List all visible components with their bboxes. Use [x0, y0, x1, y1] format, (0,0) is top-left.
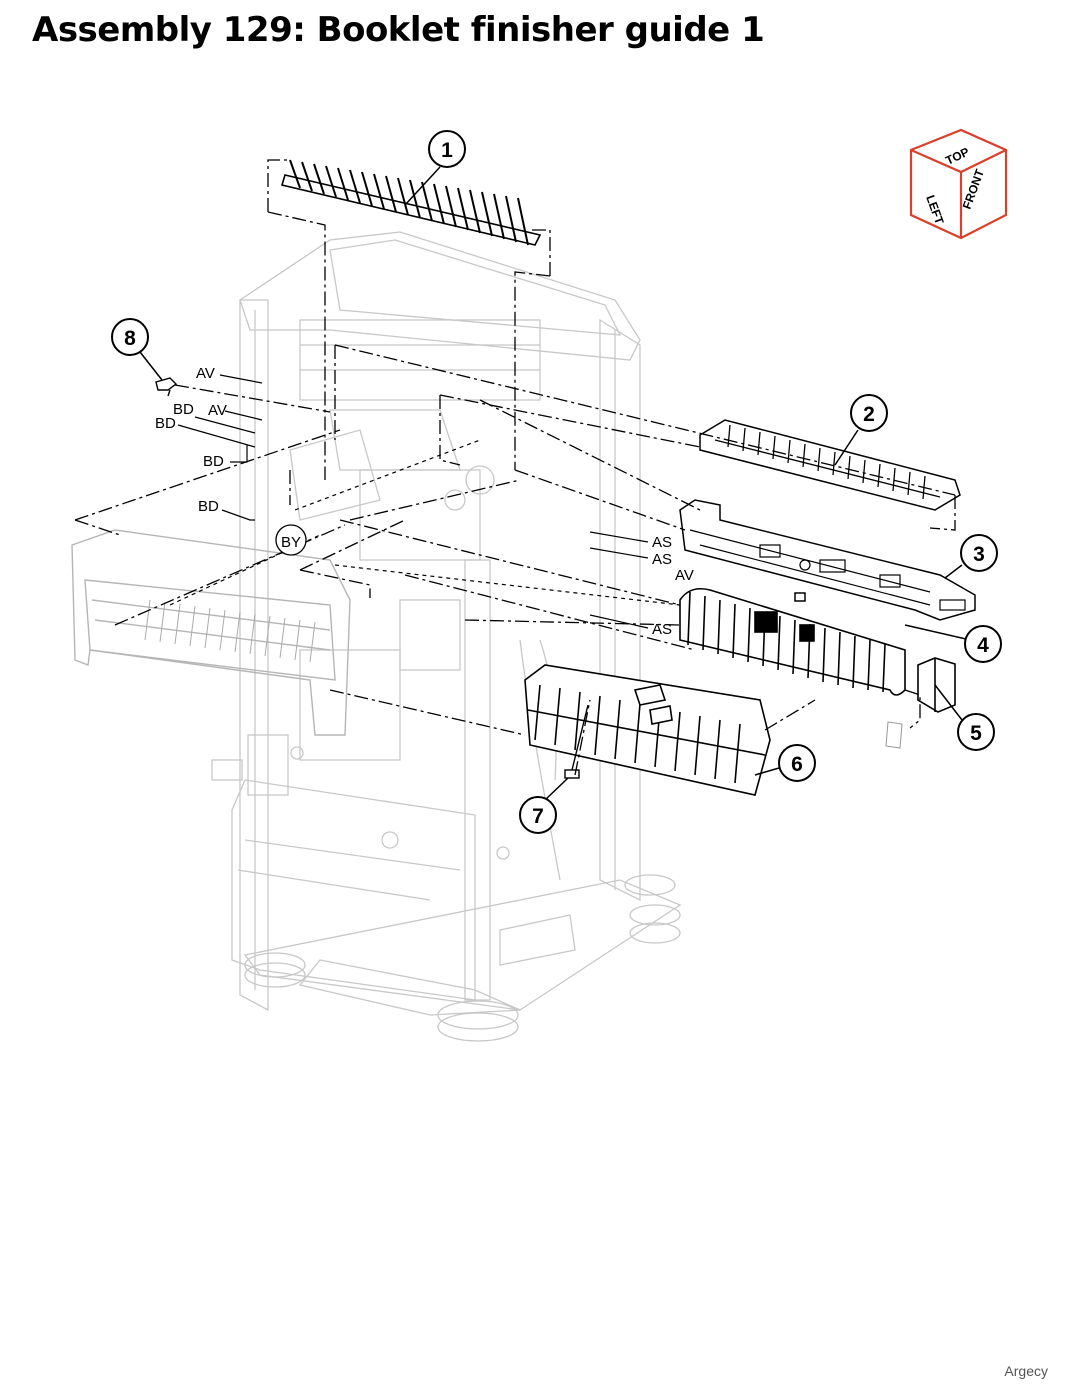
page-title: Assembly 129: Booklet finisher guide 1: [32, 10, 765, 50]
callout-3: 3: [960, 534, 998, 572]
callout-leaders: [139, 166, 967, 801]
reference-bd-label: BD: [155, 415, 176, 432]
reference-av-label: AV: [196, 365, 215, 382]
reference-by-marker: BY: [275, 524, 307, 556]
callout-1: 1: [428, 130, 466, 168]
callout-2-label: 2: [863, 403, 875, 426]
watermark: Argecy: [1004, 1363, 1048, 1379]
callout-8: 8: [111, 318, 149, 356]
callout-4: 4: [964, 625, 1002, 663]
orientation-cube: [909, 128, 1008, 240]
reference-av-label: AV: [208, 402, 227, 419]
reference-bd-label: BD: [198, 498, 219, 515]
reference-bd-label: BD: [173, 401, 194, 418]
reference-as-label: AS: [652, 551, 672, 568]
callout-5: 5: [957, 713, 995, 751]
reference-by-label: BY: [281, 534, 301, 551]
callout-8-label: 8: [124, 327, 136, 350]
front-door-panel-background: [71, 529, 351, 736]
callout-7: 7: [519, 796, 557, 834]
reference-as-label: AS: [652, 534, 672, 551]
part-4-ribbed-guide: [679, 587, 906, 696]
part-8-latch: [155, 377, 178, 397]
callout-5-label: 5: [970, 722, 982, 745]
reference-labels: AV BD AV BD BD BD AS AS AV AS: [155, 365, 694, 638]
part-7-clip: [564, 704, 589, 779]
callout-7-label: 7: [532, 805, 544, 828]
callout-2: 2: [850, 394, 888, 432]
callout-6-label: 6: [791, 753, 803, 776]
reference-av-label: AV: [675, 567, 694, 584]
part-1-guide-comb: [280, 159, 542, 246]
reference-bd-label: BD: [203, 453, 224, 470]
callout-6: 6: [778, 744, 816, 782]
reference-leaders: [177, 374, 649, 629]
part-3-guide-bracket: [679, 499, 976, 621]
finisher-frame-background: [211, 231, 682, 1042]
callout-1-label: 1: [441, 139, 453, 162]
callout-3-label: 3: [973, 543, 985, 566]
callout-4-label: 4: [977, 634, 989, 657]
part-6-lower-guide: [524, 664, 771, 796]
assembly-lines: [74, 159, 956, 776]
reference-as-label: AS: [652, 621, 672, 638]
